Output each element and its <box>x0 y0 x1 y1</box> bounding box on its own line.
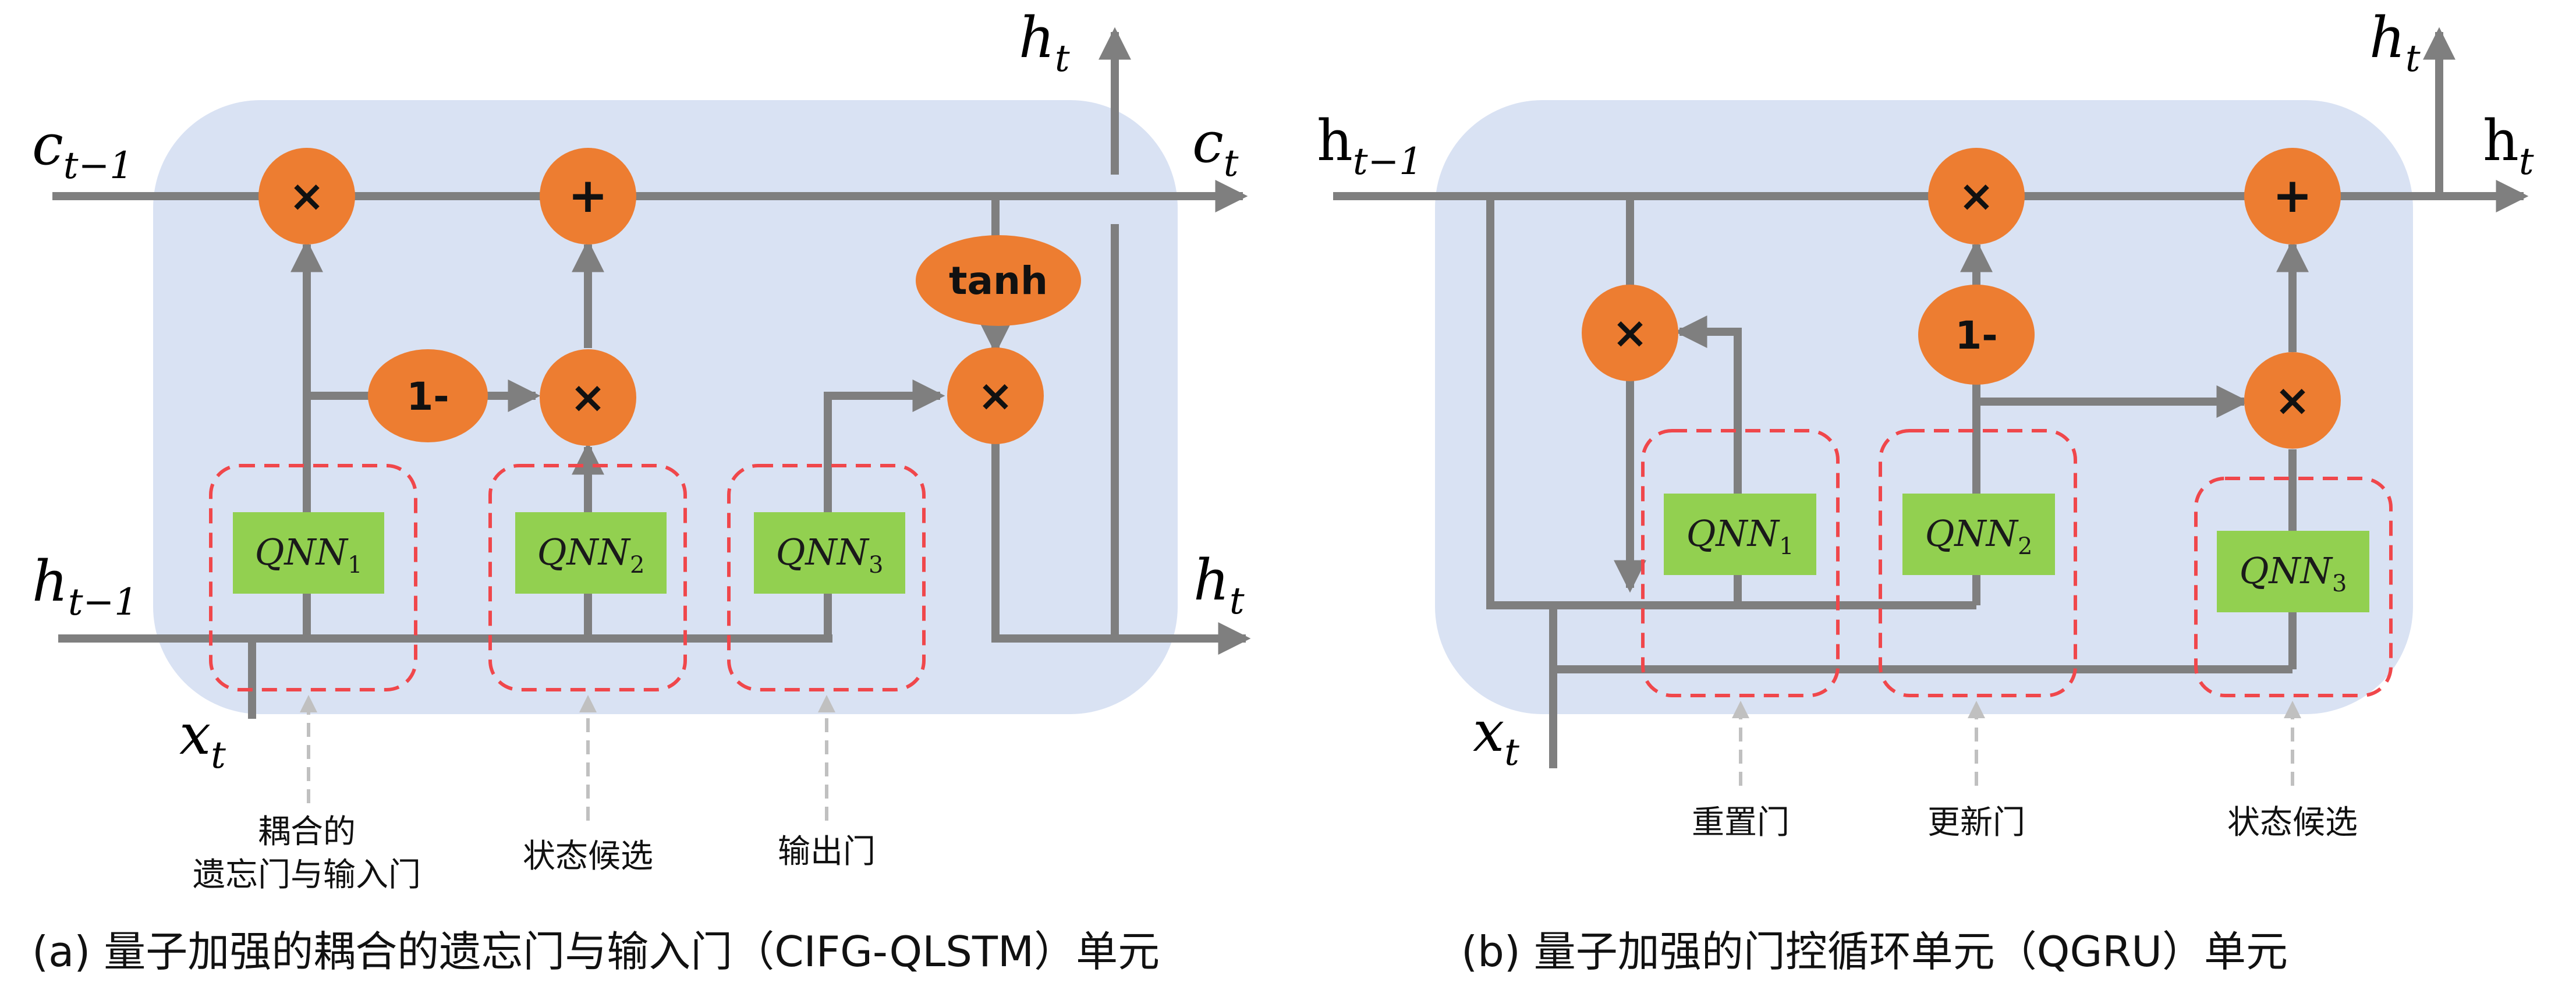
tanh-node <box>916 235 1081 326</box>
gate3-annotation: 状态候选 <box>2227 804 2358 842</box>
mul-cand-symbol: × <box>2274 375 2311 425</box>
mul-reset-symbol: × <box>1612 308 1648 358</box>
hidden-to-lower-bus <box>1486 196 1976 609</box>
gate1-dashed-box <box>1641 429 1840 697</box>
panel-b-variable-labels: ht−1 ht ht xt <box>1317 5 2534 774</box>
one-minus-node <box>1918 285 2035 385</box>
h-out-label: ht <box>1193 548 1245 623</box>
panel-a-caption: (a) 量子加强的耦合的遗忘门与输入门（CIFG-QLSTM）单元 <box>32 927 1160 976</box>
mul-top-symbol: × <box>1958 171 1994 221</box>
mul1-node <box>258 148 355 244</box>
panel-a-wires <box>52 27 1251 719</box>
mul1-symbol: × <box>289 171 325 221</box>
panel-a-annotations: 耦合的 遗忘门与输入门 状态候选 输出门 <box>193 813 876 894</box>
panel-b-annotations: 重置门 更新门 状态候选 <box>1692 804 2358 842</box>
panel-b: × × 1- + × QNN1 QNN2 QNN3 <box>1317 5 2534 976</box>
h-out-label: ht <box>2483 108 2534 183</box>
gate1-dashed-box <box>209 464 417 691</box>
mul3-node <box>947 347 1044 444</box>
one-minus-symbol: 1- <box>1955 313 1997 358</box>
panel-a-op-nodes: × + 1- × tanh × <box>258 148 1081 446</box>
mul2-symbol: × <box>570 372 606 423</box>
mul-top-node <box>1928 148 2025 244</box>
gate2-dashed-box <box>1879 429 2077 697</box>
gate1-annotation-line2: 遗忘门与输入门 <box>193 856 421 894</box>
qnn3-label: QNN3 <box>776 531 884 579</box>
panel-b-op-nodes: × × 1- + × <box>1582 148 2341 449</box>
panel-b-caption: (b) 量子加强的门控循环单元（QGRU）单元 <box>1461 927 2288 976</box>
panel-a-annotation-pointers <box>300 695 835 821</box>
mul-cand-node <box>2244 352 2341 449</box>
h-top-label: ht <box>1019 5 1070 80</box>
panel-a: × + 1- × tanh × QNN1 QNN2 QNN3 <box>32 5 1251 976</box>
gate1-annotation: 重置门 <box>1692 804 1790 842</box>
mul-reset-node <box>1582 285 1678 381</box>
qnn3-box <box>2217 531 2369 612</box>
qnn3-label: QNN3 <box>2240 549 2347 597</box>
h-top-label: ht <box>2369 5 2421 80</box>
panel-a-cell-background <box>153 100 1178 714</box>
c-out-label: ct <box>1192 110 1239 185</box>
gate2-annotation: 更新门 <box>1927 804 2025 842</box>
qnn1-box <box>1664 494 1816 575</box>
panel-a-gates: QNN1 QNN2 QNN3 <box>209 464 926 691</box>
x-label: xt <box>179 702 226 777</box>
qnn1-box <box>233 512 384 594</box>
plus-node <box>2244 148 2341 244</box>
h-prev-label: ht−1 <box>1317 108 1423 183</box>
plus-symbol: + <box>2273 168 2313 223</box>
panel-b-annotation-pointers <box>1732 701 2301 786</box>
mul3-to-h-out <box>991 442 1251 655</box>
plus-symbol: + <box>568 168 608 223</box>
panel-b-gates: QNN1 QNN2 QNN3 <box>1641 429 2393 697</box>
panel-a-variable-labels: ct−1 ct ht ht−1 ht xt <box>32 5 1245 777</box>
gate3-annotation: 输出门 <box>778 833 876 871</box>
plus-node <box>540 148 636 244</box>
qnn2-label: QNN2 <box>1925 512 2033 560</box>
gate1-annotation-line1: 耦合的 <box>258 813 356 851</box>
mul2-node <box>540 349 636 446</box>
tanh-label: tanh <box>949 258 1048 303</box>
qnn1-label: QNN1 <box>255 531 363 579</box>
mul3-symbol: × <box>977 371 1014 421</box>
qnn3-box <box>754 512 905 594</box>
gate3-dashed-box <box>2194 477 2393 697</box>
qnn2-label: QNN2 <box>537 531 645 579</box>
one-minus-node <box>368 349 488 442</box>
qnn2-box <box>515 512 667 594</box>
x-label: xt <box>1473 699 1519 774</box>
qnn2-box <box>1902 494 2055 575</box>
gate2-annotation: 状态候选 <box>523 838 653 875</box>
h-prev-label: ht−1 <box>32 549 138 624</box>
qnn1-label: QNN1 <box>1686 512 1794 560</box>
c-prev-label: ct−1 <box>32 112 133 187</box>
one-minus-symbol: 1- <box>406 374 449 419</box>
